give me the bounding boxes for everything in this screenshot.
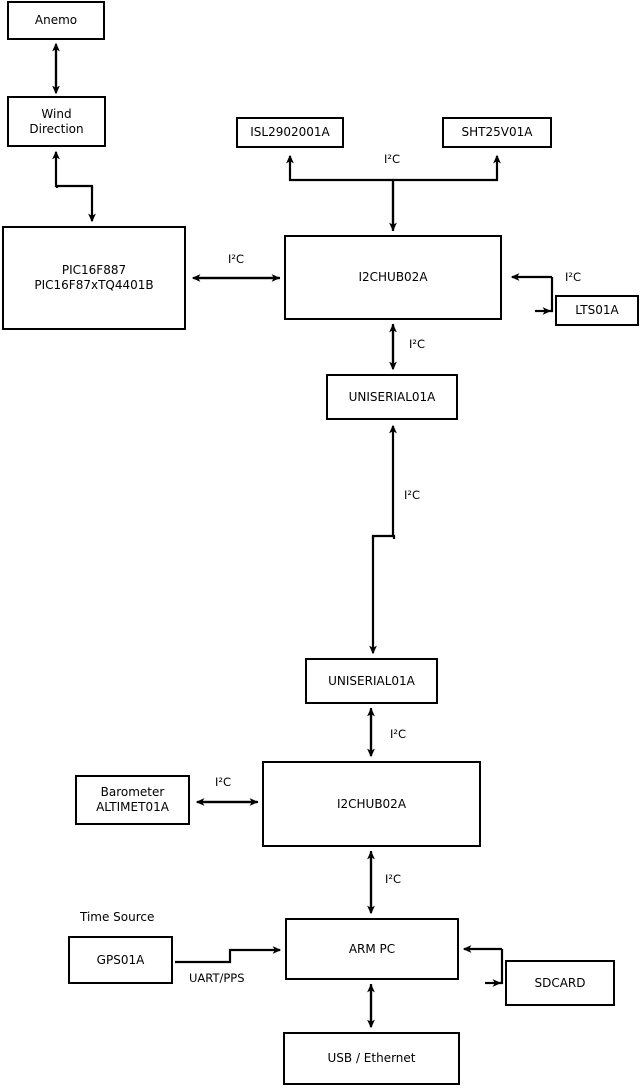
node-sht25v01a[interactable]: SHT25V01A	[442, 117, 552, 148]
connector-armpc-sdcard	[500, 949, 504, 985]
connector-hub-sensorbus	[286, 154, 395, 231]
connector-hub-lts	[550, 277, 554, 313]
edge-label-i2c-hub-armpc: I²C	[385, 872, 402, 886]
node-usb-ethernet-label: USB / Ethernet	[327, 1051, 416, 1065]
edge-label-i2c-pic-hub: I²C	[228, 252, 245, 266]
edge-label-i2c-hub-lts: I²C	[565, 270, 582, 284]
node-pic-mcu-label: PIC16F887 PIC16F87xTQ4401B	[34, 263, 154, 292]
node-barometer-altimet01a-label: Barometer ALTIMET01A	[96, 785, 169, 814]
connector-uniserial-jog	[371, 534, 396, 539]
connector-gps-armpc	[175, 946, 282, 964]
node-lts01a-label: LTS01A	[575, 303, 619, 317]
node-gps01a-label: GPS01A	[96, 952, 145, 967]
node-uniserial01a-upper[interactable]: UNISERIAL01A	[326, 374, 458, 420]
connector-hub-sensorbus-right	[393, 154, 501, 182]
node-usb-ethernet[interactable]: USB / Ethernet	[283, 1032, 460, 1085]
edge-label-i2c-uniserial-link: I²C	[404, 488, 421, 502]
node-arm-pc[interactable]: ARM PC	[285, 918, 459, 980]
node-wind-direction-label: Wind Direction	[29, 106, 84, 136]
node-lts01a[interactable]: LTS01A	[555, 295, 639, 326]
edge-label-uart-pps: UART/PPS	[189, 971, 245, 985]
node-uniserial01a-upper-label: UNISERIAL01A	[348, 389, 436, 404]
node-isl2902001a[interactable]: ISL2902001A	[236, 117, 344, 148]
node-sdcard[interactable]: SDCARD	[505, 960, 615, 1006]
node-sdcard-label: SDCARD	[534, 975, 586, 990]
node-i2chub02a-top[interactable]: I2CHUB02A	[284, 235, 502, 320]
node-anemo-label: Anemo	[34, 13, 78, 27]
node-uniserial01a-lower-label: UNISERIAL01A	[328, 673, 415, 688]
node-i2chub02a-bottom[interactable]: I2CHUB02A	[262, 761, 481, 847]
connector-pic-wind-stem	[55, 184, 94, 189]
node-anemo[interactable]: Anemo	[7, 1, 105, 40]
node-i2chub02a-top-label: I2CHUB02A	[358, 270, 428, 284]
node-i2chub02a-bottom-label: I2CHUB02A	[336, 796, 407, 811]
node-sht25v01a-label: SHT25V01A	[461, 125, 533, 139]
node-gps01a[interactable]: GPS01A	[68, 936, 173, 984]
edge-label-i2c-hub-uniserial: I²C	[409, 337, 426, 351]
label-time-source: Time Source	[80, 910, 155, 924]
node-wind-direction[interactable]: Wind Direction	[7, 96, 106, 147]
node-uniserial01a-lower[interactable]: UNISERIAL01A	[305, 658, 438, 704]
node-arm-pc-label: ARM PC	[348, 941, 396, 956]
node-barometer-altimet01a[interactable]: Barometer ALTIMET01A	[75, 775, 190, 825]
node-isl2902001a-label: ISL2902001A	[250, 125, 330, 139]
edge-label-i2c-top-sensors: I²C	[384, 152, 401, 166]
edge-label-i2c-uniserial-hub: I²C	[390, 727, 407, 741]
edge-label-i2c-barometer-hub: I²C	[215, 775, 232, 789]
node-pic-mcu[interactable]: PIC16F887 PIC16F87xTQ4401B	[2, 226, 186, 330]
